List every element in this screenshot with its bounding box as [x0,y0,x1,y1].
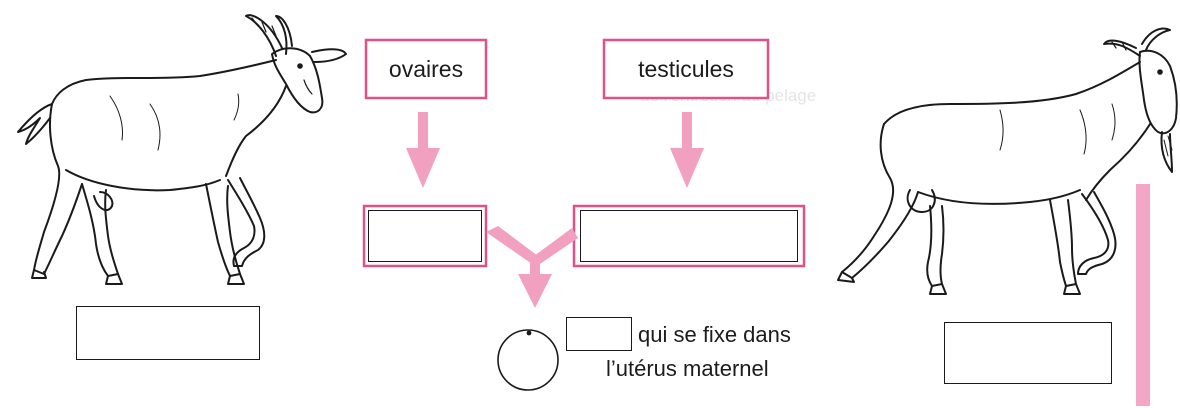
male-goat-illustration [837,27,1178,295]
male-animal-blank-box[interactable] [944,322,1112,384]
arrow-merge-to-egg [486,226,578,308]
female-goat-illustration [17,14,347,285]
right-edge-bar [1136,184,1150,406]
arrow-testicules-down [670,112,704,188]
ovary-product-blank-box[interactable] [368,210,482,262]
testicules-label: testicules [638,55,734,82]
ovaires-box-frame [364,38,488,100]
egg-caption-line1: qui se fixe dans [638,322,791,347]
female-animal-blank-box[interactable] [76,306,260,360]
testicules-box-frame [602,38,770,100]
arrow-ovaires-down [406,112,440,188]
egg-name-blank-box[interactable] [566,317,632,351]
testicle-product-blank-box[interactable] [580,210,798,262]
egg-circle [497,329,559,391]
egg-caption-line2: l’utérus maternel [606,356,769,381]
egg-nucleus-dot [526,330,532,336]
ovaires-label: ovaires [388,55,464,82]
